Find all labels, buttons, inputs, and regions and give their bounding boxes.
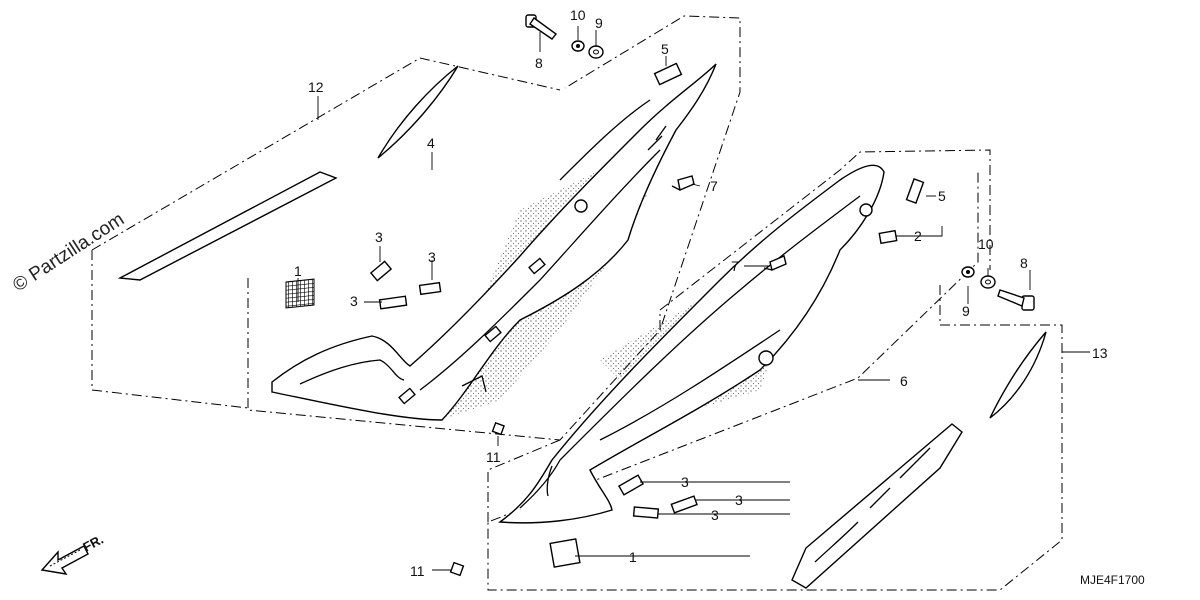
callout-9-right: 9 [962,303,970,319]
callout-12: 12 [308,79,324,95]
group-outline-right [487,149,1063,591]
callout-3-e: 3 [735,492,743,508]
decal-right-small [989,331,1047,419]
callout-9-left: 9 [595,15,603,31]
callouts: 8 10 9 5 12 4 7 7 3 3 3 1 11 5 2 10 8 9 … [294,7,1108,579]
callout-7-a: 7 [710,178,718,194]
callout-6: 6 [900,373,908,389]
cushions-left [369,260,442,310]
decal-right-long [791,423,963,589]
callout-5-right: 5 [938,188,946,204]
bolt-right [997,289,1035,311]
callout-13: 13 [1092,345,1108,361]
clips-7 [671,175,787,271]
left-side-cover [271,63,717,421]
callout-3-d: 3 [681,474,689,490]
diagram-code: MJE4F1700 [1080,573,1145,587]
cushions-right [618,62,925,519]
callout-3-f: 3 [711,507,719,523]
bolt-left [525,14,558,40]
decal-left-small [377,65,459,159]
washers-left [571,40,604,59]
callout-8-right: 8 [1020,255,1028,271]
front-direction-marker: FR. [40,532,106,575]
callout-8-left: 8 [535,55,543,71]
group-outline-left [91,15,741,441]
callout-2: 2 [914,228,922,244]
washers-right [961,266,996,289]
pad-grid-left [285,278,315,309]
callout-1-left: 1 [294,263,302,279]
callout-3-a: 3 [375,229,383,245]
callout-7-b: 7 [731,258,739,274]
leader-lines [297,26,1090,571]
callout-10-right: 10 [978,236,994,252]
callout-3-c: 3 [350,293,358,309]
callout-3-b: 3 [428,249,436,265]
callout-5-left: 5 [661,41,669,57]
nuts-11 [449,421,505,577]
callout-1-right: 1 [629,549,637,565]
pad-right [549,538,581,568]
decal-left-long [117,171,338,281]
callout-11-b: 11 [410,563,425,579]
callout-11-a: 11 [486,449,501,465]
right-side-cover [498,164,885,524]
watermark-text: © Partzilla.com [9,209,128,296]
callout-10-left: 10 [570,7,586,23]
callout-4: 4 [427,135,435,151]
